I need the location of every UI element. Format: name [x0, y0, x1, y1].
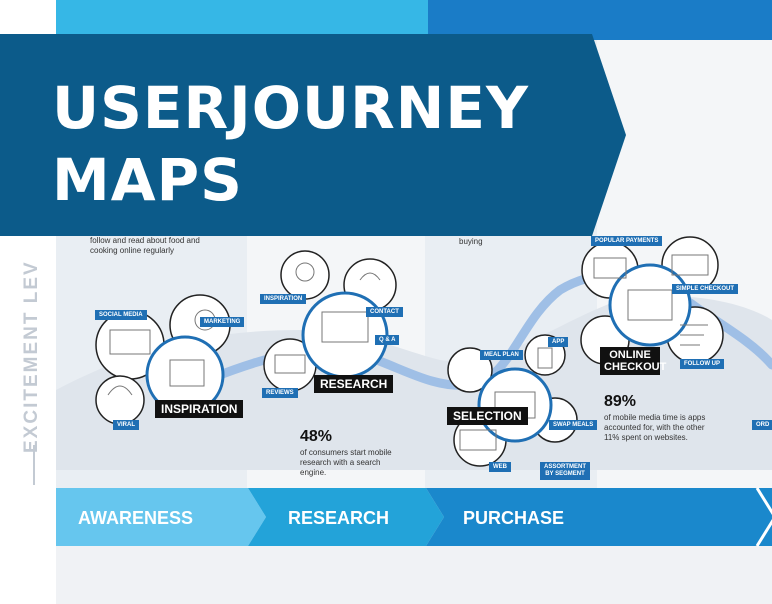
stage-purchase — [426, 488, 772, 546]
awareness-note: follow and read about food and cooking o… — [90, 236, 200, 255]
purchase-stat-value: 89% — [604, 393, 637, 410]
tag-reviews: REVIEWS — [262, 388, 298, 398]
tag-assortment-by-segment: ASSORTMENT BY SEGMENT — [540, 462, 590, 480]
tag-app: APP — [548, 337, 569, 347]
research-stat: 48% of consumers start mobile research w… — [300, 428, 400, 478]
tag-viral: VIRAL — [113, 420, 139, 430]
selection-bubbles — [447, 334, 578, 467]
page-title: USERJOURNEY MAPS — [52, 74, 529, 214]
stage-purchase-label: PURCHASE — [463, 508, 565, 528]
tag-popular-payments: POPULAR PAYMENTS — [591, 236, 663, 246]
tag-simple-checkout: SIMPLE CHECKOUT — [672, 284, 739, 294]
stage-next-divider — [755, 487, 772, 547]
research-stat-value: 48% — [300, 428, 333, 445]
stage-research-label: RESEARCH — [288, 508, 390, 528]
header-bar-light — [56, 0, 428, 40]
stage-research — [248, 488, 444, 546]
purchase-stat-text: of mobile media time is apps accounted f… — [604, 413, 706, 442]
tag-follow-up: FOLLOW UP — [680, 359, 724, 369]
stage-awareness — [56, 488, 266, 546]
tag-web: WEB — [489, 462, 511, 472]
bottom-band — [56, 546, 772, 604]
research-stat-text: of consumers start mobile research with … — [300, 448, 392, 477]
tag-q-and-a: Q & A — [375, 335, 400, 345]
online-checkout-label: ONLINE CHECKOUT — [600, 347, 666, 375]
tag-contact: CONTACT — [366, 307, 403, 317]
tag-meal-plan: MEAL PLAN — [480, 350, 523, 360]
tag-inspiration: INSPIRATION — [260, 294, 307, 304]
stage-awareness-label: AWARENESS — [78, 508, 194, 528]
tag-marketing: MARKETING — [200, 317, 245, 327]
tag-social-media: SOCIAL MEDIA — [95, 310, 147, 320]
axis-line — [33, 445, 35, 485]
purchase-note: buying — [459, 237, 483, 246]
research-label: RESEARCH — [314, 375, 394, 393]
inspiration-label: INSPIRATION — [155, 400, 244, 418]
header-bar-dark — [428, 0, 772, 40]
purchase-stat: 89% of mobile media time is apps account… — [604, 393, 714, 443]
tag-ord: ORD — [752, 420, 772, 430]
tag-swap-meals: SWAP MEALS — [549, 420, 598, 430]
selection-label: SELECTION — [447, 407, 528, 425]
